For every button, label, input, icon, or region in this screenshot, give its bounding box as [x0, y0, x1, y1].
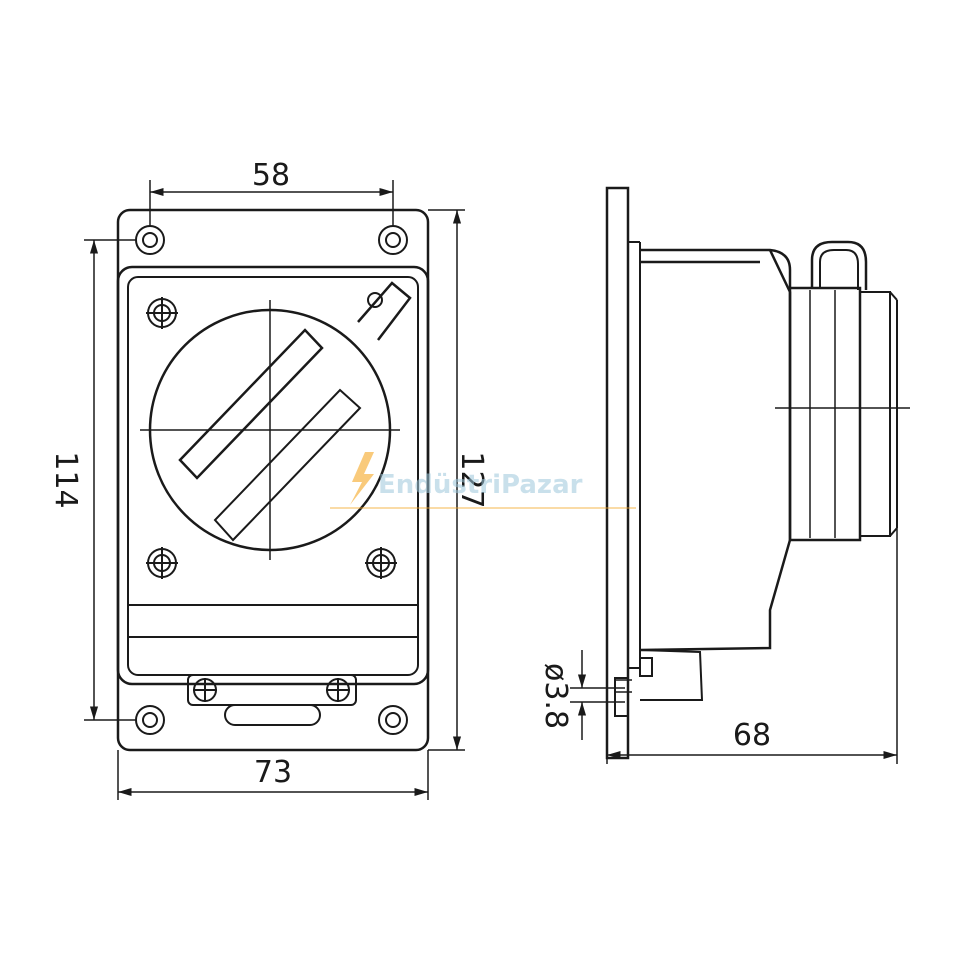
side-plate: [605, 186, 630, 760]
dim-label-68: 68: [733, 718, 771, 753]
dim-label-58: 58: [252, 158, 290, 193]
housing-inner-outline: [127, 276, 419, 676]
dimension-depth: 68: [606, 528, 898, 764]
watermark-text: EndüstriPazar: [378, 470, 583, 500]
housing-outline: [116, 265, 430, 686]
screw-icon: [193, 678, 217, 702]
rotary-handle: [178, 328, 324, 480]
screw-icon: [326, 678, 350, 702]
side-housing: [640, 248, 792, 288]
dim-label-73: 73: [254, 755, 292, 790]
dim-label-diameter: ø3.8: [538, 663, 573, 729]
dimension-hole-spacing-width: 58: [149, 158, 394, 226]
dimension-overall-height: 127: [428, 209, 489, 751]
dim-label-114: 114: [48, 451, 83, 508]
screw-icon: [146, 297, 178, 329]
front-view: [116, 208, 430, 752]
side-view: [605, 186, 910, 760]
watermark: EndüstriPazar: [330, 452, 636, 509]
mounting-hole-icon: [378, 225, 408, 255]
screw-icon: [146, 547, 178, 579]
dimension-hole-spacing-height: 114: [48, 239, 136, 721]
mounting-hole-icon: [135, 705, 165, 735]
side-knob: [788, 286, 862, 542]
screw-icon: [365, 547, 397, 579]
mounting-hole-icon: [378, 705, 408, 735]
side-loop-handle: [810, 240, 868, 290]
lightning-icon: [350, 452, 374, 505]
dimension-overall-width: 73: [117, 750, 429, 800]
dim-label-127: 127: [454, 451, 489, 508]
mounting-hole-icon: [135, 225, 165, 255]
dimension-hole-diameter: ø3.8: [538, 650, 625, 740]
